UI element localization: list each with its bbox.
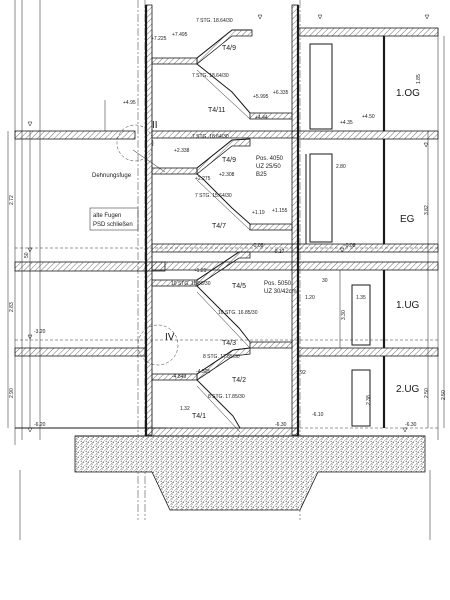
- level-top-a: +7.225: [151, 36, 167, 42]
- dimension-lines: [7, 36, 445, 428]
- dim-16: 50: [24, 252, 30, 258]
- pos-5050-line2: UZ 30/42cm: [264, 289, 297, 295]
- pos-4050-line3: B25: [256, 172, 267, 178]
- level-c2: +2.275: [195, 176, 211, 182]
- level-e2: -0.17: [273, 249, 285, 255]
- pos-5050-line1: Pos. 5050: [264, 281, 292, 287]
- level-h2: -6.20: [34, 422, 46, 428]
- level-b2: +4.44: [255, 115, 268, 121]
- note-box: [89, 207, 139, 231]
- foundation: [74, 427, 426, 511]
- level-f1: -1.21: [195, 268, 207, 274]
- dim-6: 2.50: [424, 388, 430, 398]
- right-building: [297, 27, 439, 440]
- pos-4050-line1: Pos. 4050: [256, 156, 284, 162]
- flight-label-2: T4/11: [208, 107, 225, 114]
- dim-8: 1.20: [305, 295, 315, 301]
- dim-11: 1.32: [180, 406, 190, 412]
- level-h3: -6.30: [405, 422, 417, 428]
- dim-1: 1.85: [416, 74, 422, 84]
- flight-spec-7: 8 STG. 17.85/30: [203, 354, 240, 360]
- floor-label-2ug: 2.UG: [396, 384, 420, 395]
- flight-label-1: T4/9: [222, 45, 236, 52]
- flight-label-8: T4/1: [192, 413, 206, 420]
- level-a2: +5.995: [253, 94, 269, 100]
- flight-spec-5: 10 STG. 18.80/30: [171, 281, 211, 287]
- dim-5: 2.83: [9, 302, 15, 312]
- level-a3: +6.335: [273, 90, 289, 96]
- detail-markers: [116, 124, 179, 366]
- level-e1: -0.08: [252, 243, 264, 249]
- floor-label-1og: 1.OG: [396, 88, 420, 99]
- level-c1: +2.338: [174, 148, 190, 154]
- flight-spec-6: 10 STG. 16.85/30: [218, 310, 258, 316]
- dim-3: 3.82: [424, 205, 430, 215]
- flight-spec-1: 7 STG. 18.64/30: [196, 18, 233, 24]
- flight-spec-2: 7 STG. 18.64/30: [192, 73, 229, 79]
- level-e3: -0.08: [344, 243, 356, 249]
- detail-iv-label: IV: [165, 332, 175, 343]
- flight-label-7: T4/2: [232, 377, 246, 384]
- level-h1: -6.10: [312, 412, 324, 418]
- level-d2: +1.155: [272, 208, 288, 214]
- level-b1: +4.95: [123, 100, 136, 106]
- dim-7: 2.90: [9, 388, 15, 398]
- level-h4: -6.30: [275, 422, 287, 428]
- level-g1: -4.849: [172, 374, 186, 380]
- dim-4: 2.72: [9, 195, 15, 205]
- flight-label-6: T4/3: [222, 340, 236, 347]
- level-top-b: +7.495: [172, 32, 188, 38]
- dim-2: 2.80: [336, 164, 346, 170]
- floor-label-1ug: 1.UG: [396, 300, 420, 311]
- pos-4050-line2: UZ 25/50: [256, 164, 281, 170]
- dim-9: 1.35: [356, 295, 366, 301]
- level-b3: +4.50: [362, 114, 375, 120]
- level-c3: +2.308: [219, 172, 235, 178]
- level-f2: -3.20: [34, 329, 46, 335]
- floor-label-eg: EG: [400, 214, 415, 225]
- flight-spec-4: 7 STG. 15.64/30: [195, 193, 232, 199]
- dim-12: 3.30: [341, 310, 347, 320]
- dim-10: 1.92: [296, 370, 306, 376]
- flight-label-3: T4/9: [222, 157, 236, 164]
- flight-spec-3: 7 STG. 18.64/30: [192, 134, 229, 140]
- level-b4: +4.35: [340, 120, 353, 126]
- dim-13: 2.38: [366, 395, 372, 405]
- level-g2: -4.505: [196, 369, 210, 375]
- stair-flights: [151, 29, 253, 434]
- level-d1: +1.19: [252, 210, 265, 216]
- note-dehnungsfuge: Dehnungsfuge: [92, 173, 132, 179]
- flight-label-4: T4/7: [212, 223, 226, 230]
- note-psd: PSD schließen: [93, 222, 133, 228]
- detail-ii-label: II: [152, 120, 158, 131]
- dim-14: 2.50: [441, 390, 447, 400]
- flight-label-5: T4/5: [232, 283, 246, 290]
- flight-spec-8: 8 STG. 17.85/30: [208, 394, 245, 400]
- note-alte-fugen: alte Fugen: [93, 213, 121, 219]
- dim-15: 30: [322, 278, 328, 284]
